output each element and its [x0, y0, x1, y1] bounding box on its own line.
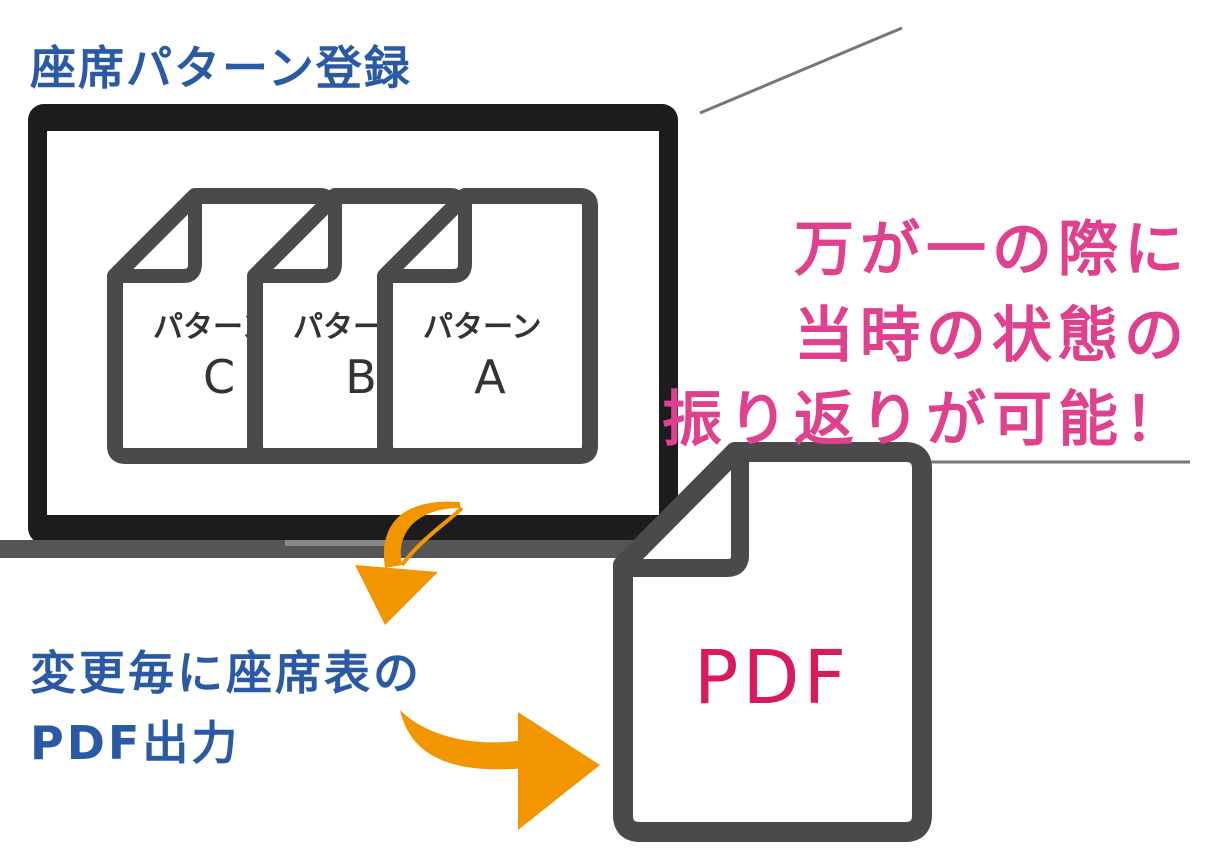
page-title: 座席パターン登録: [30, 41, 412, 95]
document-letter: B: [345, 350, 377, 404]
document-icon: [377, 188, 598, 464]
bottom-label-line-1: 変更毎に座席表の: [30, 646, 422, 700]
document-fold-icon: [390, 200, 472, 283]
document-fold-icon: [120, 200, 202, 283]
bottom-label-line-2: PDF出力: [30, 716, 241, 770]
laptop-base: [0, 540, 700, 558]
document-fold-icon: [260, 200, 342, 283]
document-pattern-a: パターン A: [377, 188, 598, 464]
document-name: パターン: [423, 310, 542, 345]
pdf-label: PDF: [694, 635, 850, 721]
pdf-fold-icon: [630, 456, 749, 577]
callout-line-top: [699, 26, 903, 115]
document-letter: C: [203, 350, 235, 404]
pdf-document-icon: [613, 442, 932, 842]
laptop-base-notch: [285, 540, 395, 546]
pdf-document: PDF: [613, 442, 932, 842]
document-letter: A: [474, 350, 506, 404]
message-line-2: 当時の状態の: [794, 301, 1190, 371]
message-line-3: 振り返りが可能！: [662, 385, 1190, 455]
arrow-right-icon: [400, 710, 600, 830]
message-line-1: 万が一の際に: [794, 215, 1190, 285]
arrow-down-icon: [355, 501, 464, 625]
